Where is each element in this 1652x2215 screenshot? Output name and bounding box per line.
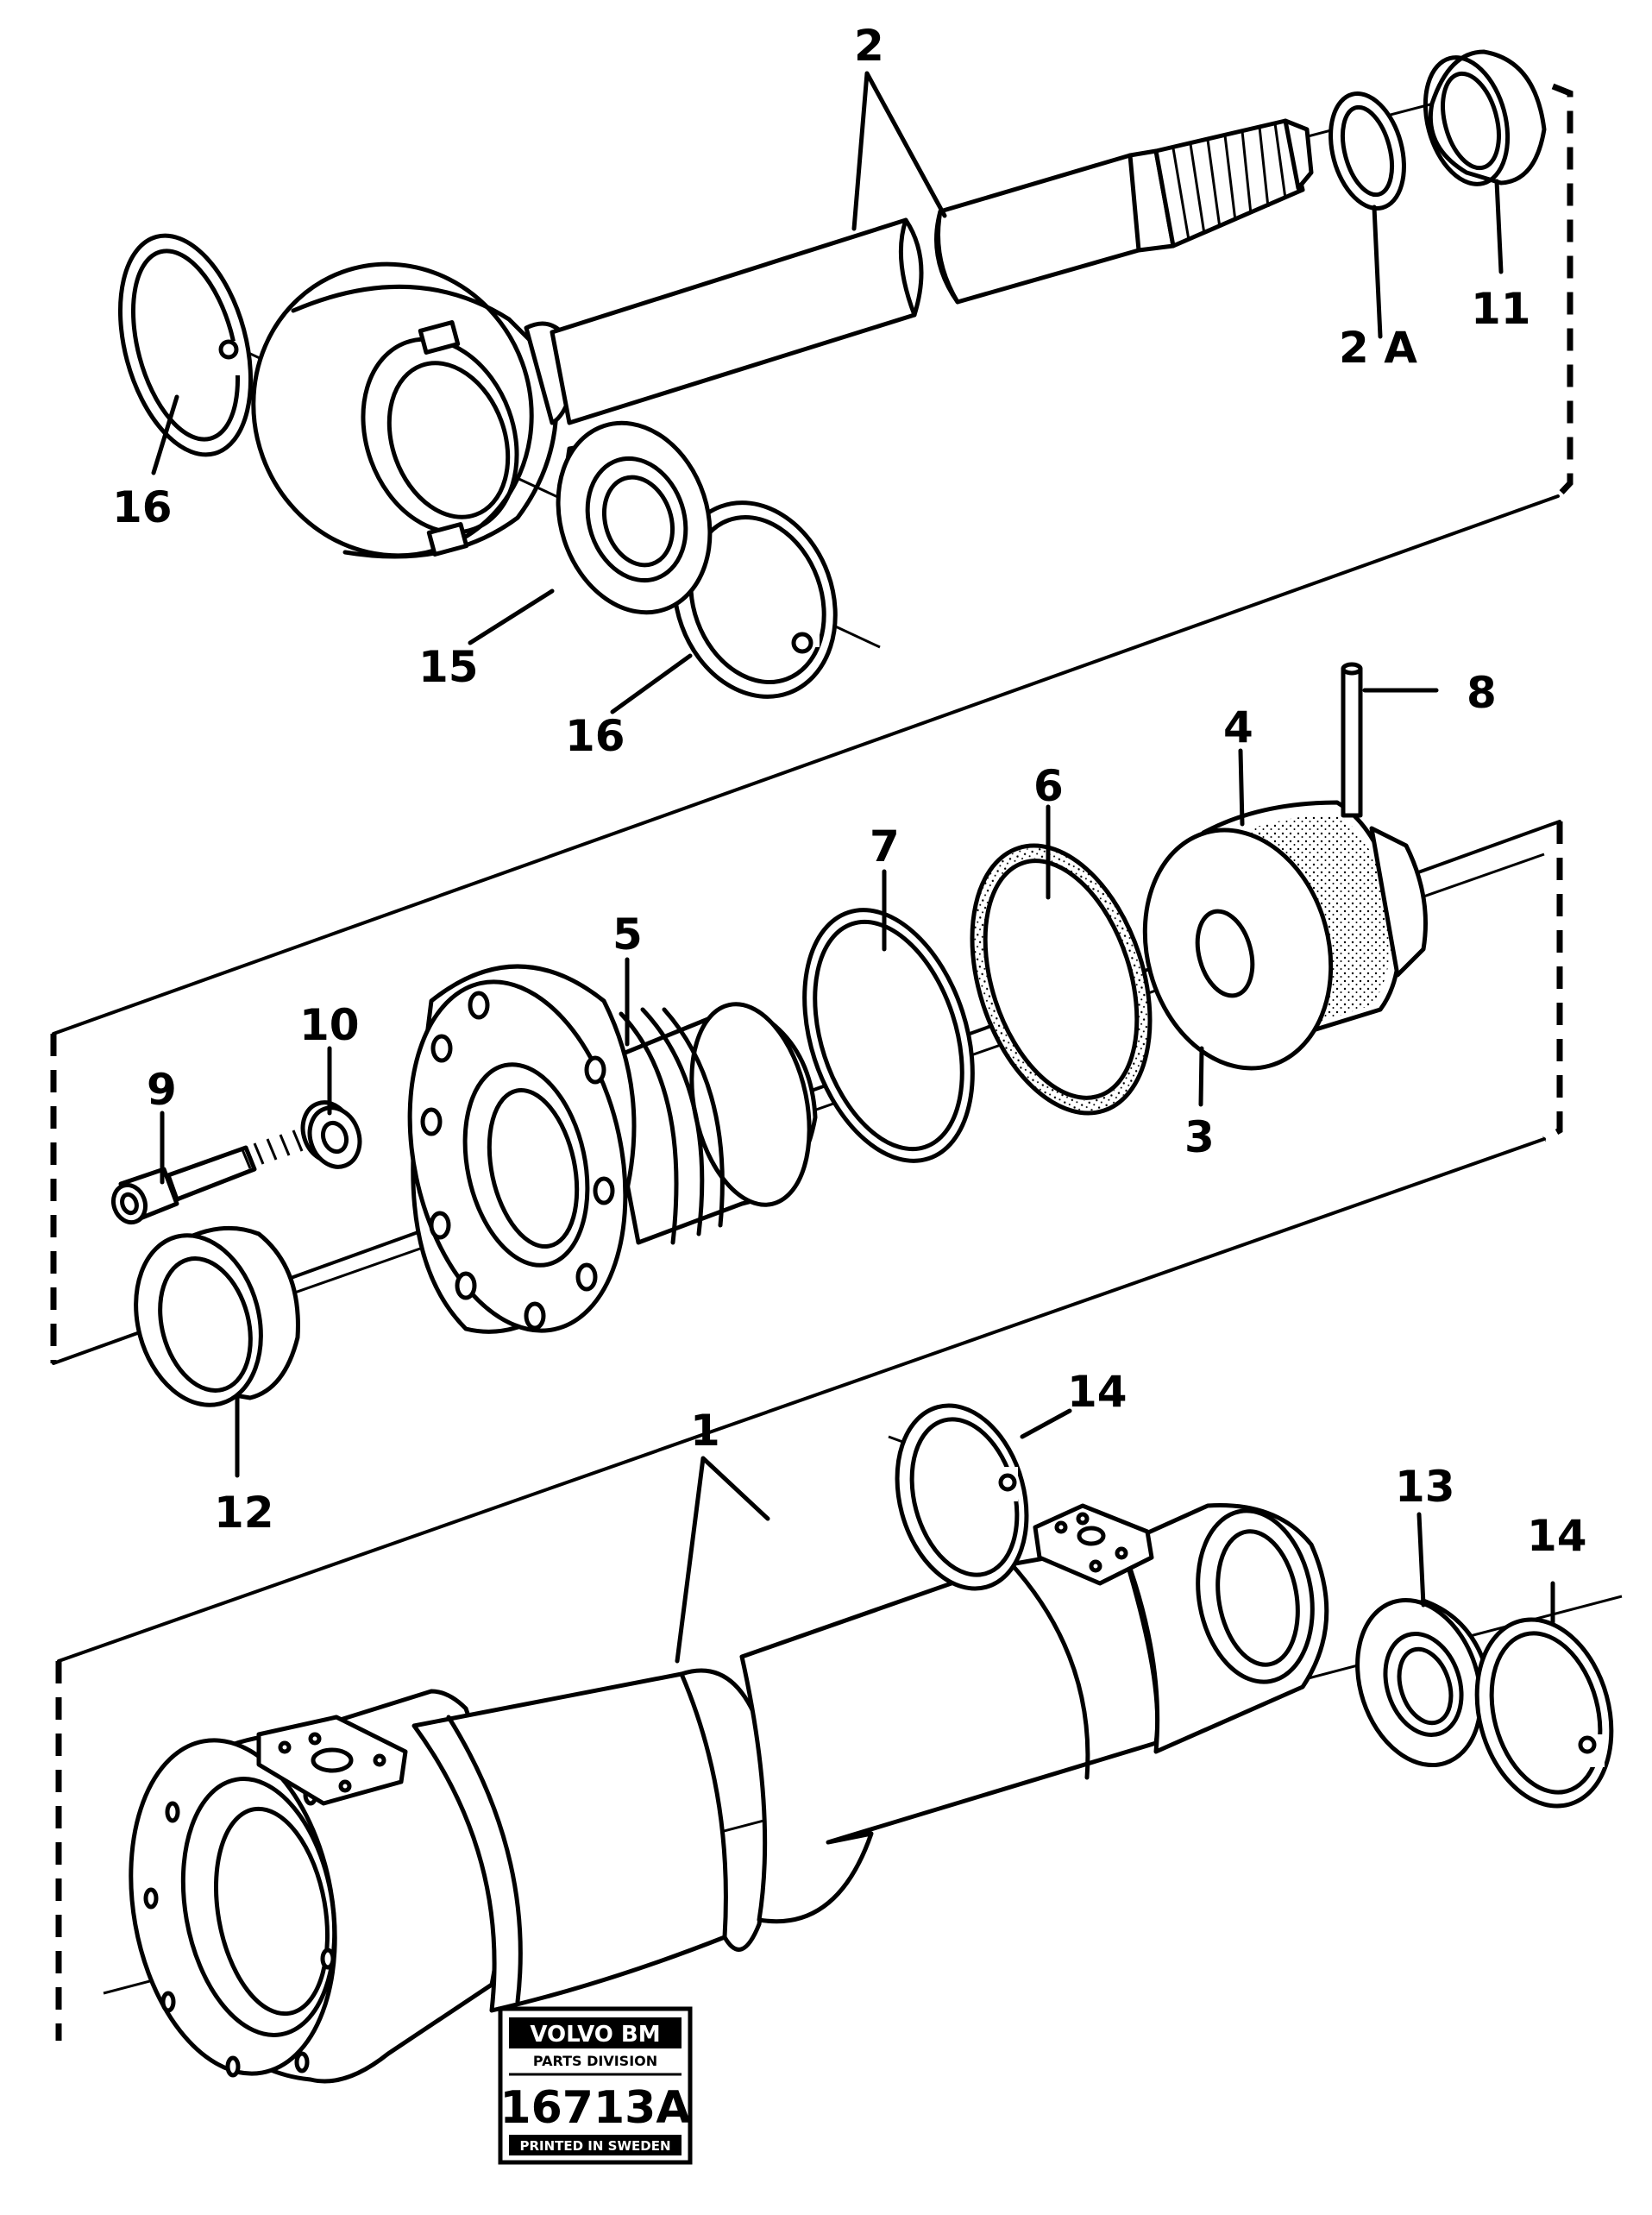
label-part-6: 6 [1033, 761, 1064, 811]
piston-4 [1142, 800, 1428, 1071]
label-part-2: 2 [854, 21, 884, 71]
screw-9 [110, 1130, 304, 1225]
stamp-printed: PRINTED IN SWEDEN [519, 2138, 670, 2154]
label-part-11: 11 [1471, 284, 1531, 334]
label-part-14-upper: 14 [1067, 1367, 1128, 1417]
label-part-12: 12 [214, 1488, 274, 1538]
label-part-2a: 2 A [1339, 323, 1417, 373]
guide-ring-7 [802, 908, 975, 1163]
volvo-bm-stamp: VOLVO BM PARTS DIVISION 16713A PRINTED I… [498, 2006, 693, 2165]
label-part-5: 5 [612, 909, 643, 960]
label-part-16-bottom: 16 [565, 711, 625, 761]
stamp-division: PARTS DIVISION [533, 2053, 657, 2069]
label-part-10: 10 [299, 1000, 360, 1050]
cylinder-head-5 [407, 964, 818, 1334]
label-part-16-top: 16 [112, 482, 173, 532]
label-part-4: 4 [1223, 702, 1253, 752]
wiper-ring-12 [134, 1225, 300, 1407]
leader-lines [151, 71, 1555, 1664]
piston-rod [251, 118, 1314, 559]
label-part-15: 15 [418, 642, 479, 692]
circlip-16-left [117, 233, 254, 457]
cylinder-tube [129, 1503, 1329, 2084]
label-part-1: 1 [690, 1406, 720, 1456]
label-part-14-lower: 14 [1527, 1511, 1587, 1561]
piston-seal-6 [970, 843, 1153, 1116]
stamp-number: 16713A [499, 2082, 690, 2134]
seal-washer-10 [300, 1100, 362, 1169]
part-labels: 2 2 A 11 16 15 16 8 4 6 7 5 10 9 3 12 14… [112, 21, 1587, 1561]
label-part-13: 13 [1395, 1462, 1455, 1512]
label-part-3: 3 [1184, 1112, 1215, 1162]
wiper-ring-11 [1423, 49, 1547, 186]
lock-pin-8 [1341, 662, 1363, 818]
label-part-9: 9 [147, 1065, 177, 1115]
circlip-14-lower [1474, 1617, 1614, 1809]
stamp-brand: VOLVO BM [530, 2022, 660, 2048]
spherical-bearing-15 [556, 420, 713, 615]
spherical-bearing-13 [1355, 1597, 1495, 1768]
label-part-8: 8 [1467, 668, 1497, 718]
circlip-14-upper [895, 1403, 1029, 1591]
label-part-7: 7 [870, 821, 900, 872]
washer-2a [1329, 91, 1406, 211]
circlip-16-right [672, 500, 838, 699]
